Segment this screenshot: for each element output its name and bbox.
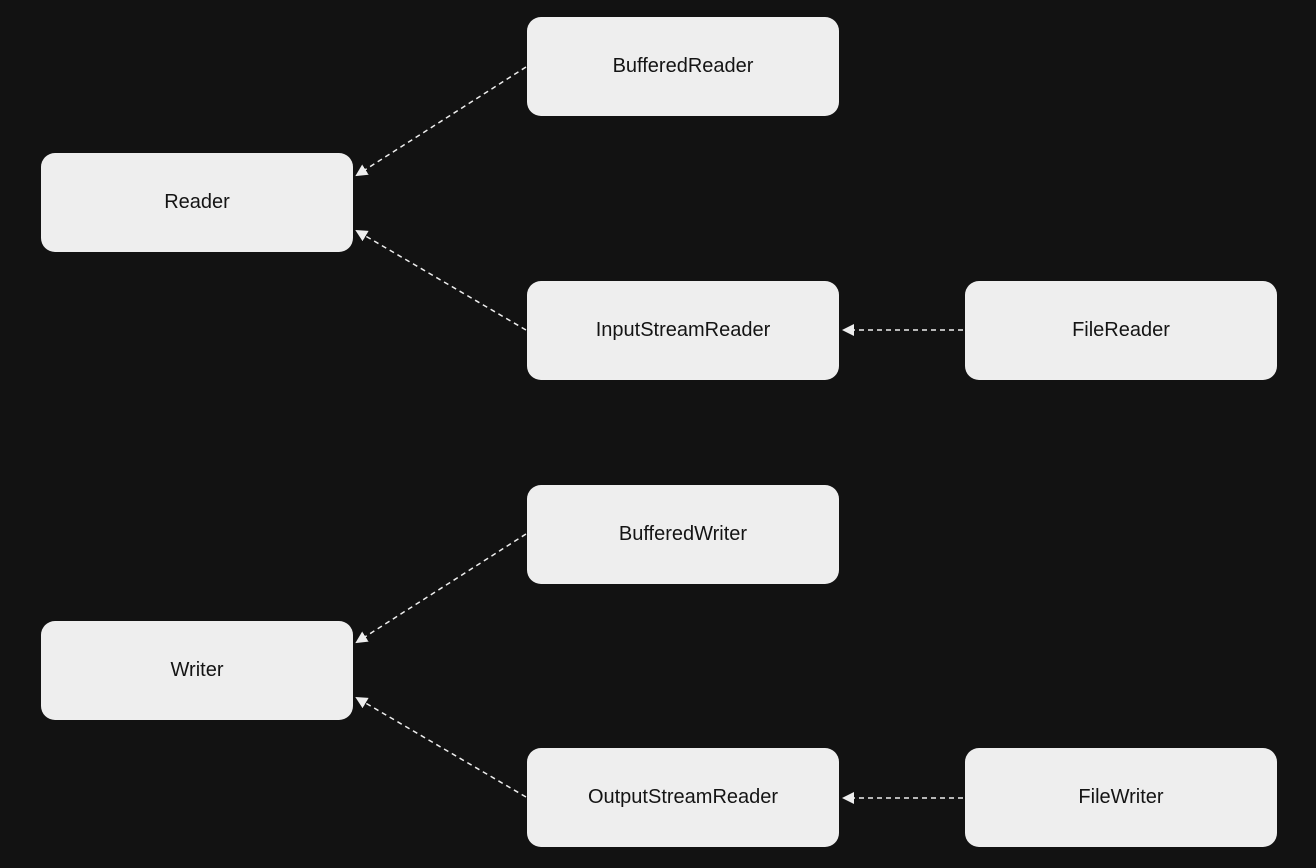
node-reader[interactable]: Reader: [41, 153, 353, 252]
node-label: FileReader: [1072, 319, 1170, 341]
node-label: Writer: [170, 659, 224, 681]
node-file-reader[interactable]: FileReader: [965, 281, 1277, 380]
edge-outputstreamreader-to-writer: [355, 696, 527, 798]
edge-bufferedwriter-to-writer: [355, 533, 527, 644]
node-label: OutputStreamReader: [587, 786, 779, 808]
node-output-stream-reader[interactable]: OutputStreamReader: [527, 748, 839, 847]
edge-inputstreamreader-to-reader: [355, 229, 527, 331]
node-label: BufferedReader: [612, 55, 754, 77]
node-buffered-writer[interactable]: BufferedWriter: [527, 485, 839, 584]
node-label: FileWriter: [1078, 786, 1164, 808]
node-label: BufferedWriter: [618, 523, 748, 545]
edge-bufferedreader-to-reader: [355, 66, 527, 177]
node-label: InputStreamReader: [595, 319, 771, 341]
node-buffered-reader[interactable]: BufferedReader: [527, 17, 839, 116]
node-file-writer[interactable]: FileWriter: [965, 748, 1277, 847]
node-input-stream-reader[interactable]: InputStreamReader: [527, 281, 839, 380]
node-label: Reader: [164, 191, 230, 213]
node-writer[interactable]: Writer: [41, 621, 353, 720]
